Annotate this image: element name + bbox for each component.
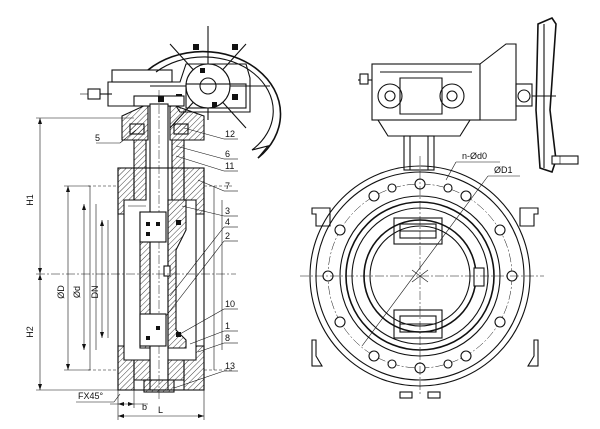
part-10: 10	[225, 299, 235, 309]
dim-od: ØD	[56, 285, 66, 299]
dimension-labels: H1 H2 ØD Ød DN FX45° b L	[25, 194, 163, 415]
dim-h2: H2	[25, 326, 35, 338]
dim-b: b	[142, 402, 147, 412]
part-6: 6	[225, 149, 230, 159]
bolt-holes	[322, 178, 518, 374]
dim-l: L	[158, 405, 163, 415]
dim-dn: DN	[90, 286, 100, 299]
dim-bolt-circle: ØD1	[494, 165, 513, 175]
front-centerlines	[300, 156, 544, 396]
dim-chamfer: FX45°	[78, 391, 104, 401]
neck-front	[403, 135, 435, 171]
disc-section	[128, 199, 187, 349]
section-view: H1 H2 ØD Ød DN FX45° b L	[25, 26, 282, 420]
section-dimensions	[36, 117, 205, 420]
dim-h1: H1	[25, 194, 35, 206]
part-numbers: 5 12 6 11 7 3 4 2 10 1 8 13	[95, 129, 235, 371]
hidden-lines	[88, 185, 232, 371]
front-leaders	[361, 161, 520, 347]
part-3: 3	[225, 206, 230, 216]
part-2: 2	[225, 231, 230, 241]
part-5: 5	[95, 133, 100, 143]
lugs	[311, 207, 539, 367]
dim-bolt-holes: n-Ød0	[462, 151, 487, 161]
handwheel-front	[532, 17, 579, 174]
part-13: 13	[225, 361, 235, 371]
part-leaders	[96, 127, 238, 389]
gearbox-front	[358, 43, 533, 137]
part-8: 8	[225, 333, 230, 343]
disc-bosses	[393, 217, 485, 399]
part-12: 12	[225, 129, 235, 139]
part-1: 1	[225, 321, 230, 331]
front-dimension-labels: n-Ød0 ØD1	[462, 151, 513, 175]
valve-body-section	[117, 139, 205, 393]
front-view: n-Ød0 ØD1	[300, 17, 579, 399]
part-11: 11	[225, 161, 234, 171]
part-4: 4	[225, 217, 230, 227]
dim-od-small: Ød	[72, 286, 82, 298]
part-7: 7	[225, 181, 230, 191]
